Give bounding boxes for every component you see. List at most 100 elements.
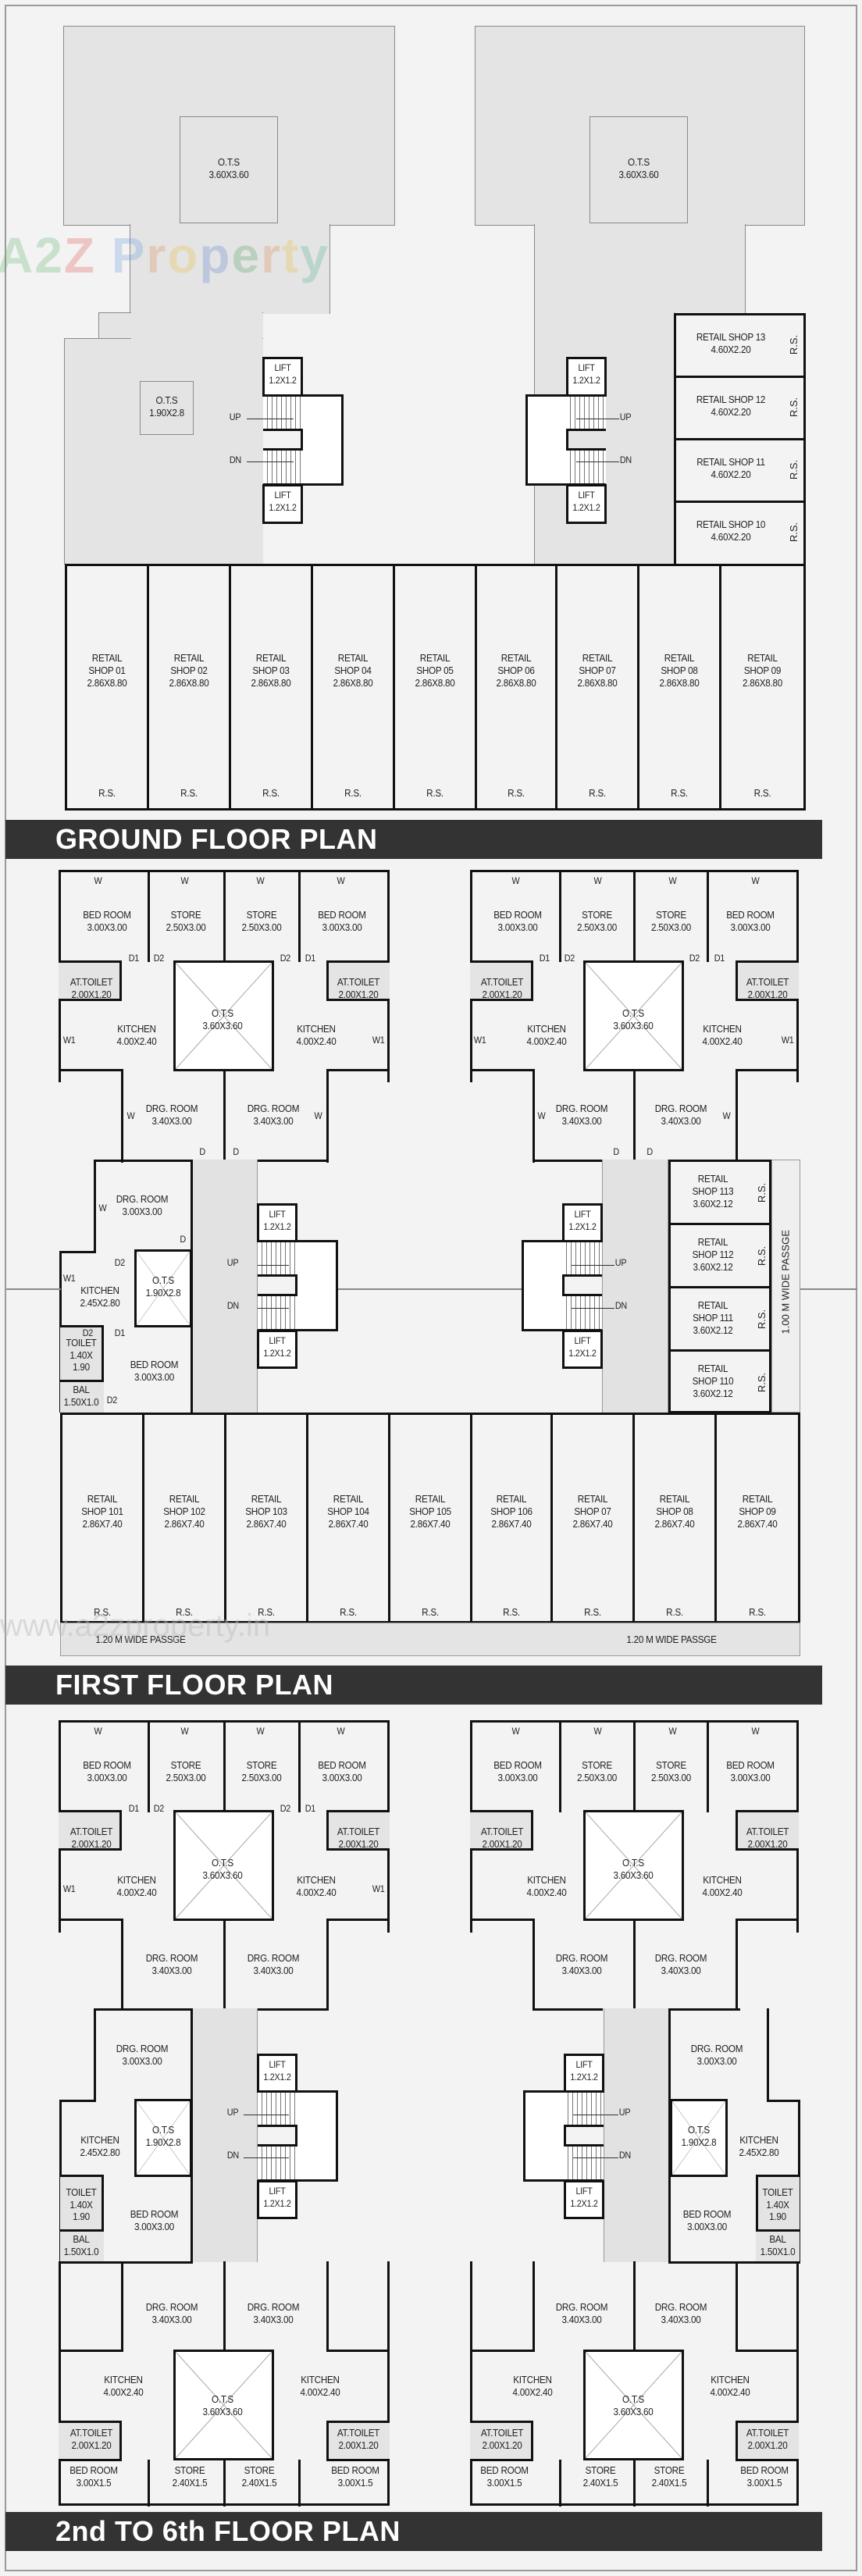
toilet — [60, 1325, 104, 1382]
wall — [633, 2460, 636, 2507]
shop-label: RETAIL SHOP 01 — [88, 652, 126, 676]
stair-landing — [523, 2090, 566, 2182]
lift-size: 1.2X1.2 — [263, 1221, 291, 1232]
window-label: W — [668, 875, 677, 886]
ots-box-left: O.T.S 3.60X3.60 — [180, 116, 278, 223]
wall — [559, 2460, 561, 2507]
stair-dn-label: DN — [614, 1300, 627, 1311]
lift-box: LIFT 1.2X1.2 — [564, 2180, 604, 2219]
rolling-shutter-label: R.S. — [344, 787, 362, 799]
arrow-left-icon — [573, 2157, 618, 2158]
at-toilet-label: AT.TOILET 2.00X1.20 — [480, 1826, 524, 1850]
rolling-shutter-label: R.S. — [671, 787, 688, 799]
drawing-room-label: DRG. ROOM 3.40X3.00 — [555, 1103, 608, 1127]
balcony — [756, 2232, 800, 2261]
retail-shop-09-first: RETAIL SHOP 09 2.86X7.40 R.S. — [714, 1413, 800, 1623]
fill — [536, 311, 674, 315]
bed-room-label: BED ROOM 3.00X1.5 — [331, 2464, 379, 2489]
retail-shop-13: RETAIL SHOP 13 4.60X2.20 R.S. — [674, 313, 806, 378]
drawing-room-label: DRG. ROOM 3.40X3.00 — [247, 1952, 300, 1976]
retail-shop-01: RETAIL SHOP 01 2.86X8.80 R.S. — [65, 564, 149, 811]
bed-room-label: BED ROOM 3.00X3.00 — [318, 909, 366, 933]
stair-dn-label: DN — [226, 1300, 239, 1311]
kitchen-label: KITCHEN 4.00X2.40 — [512, 2374, 553, 2398]
shop-size: 2.86X7.40 — [654, 1518, 695, 1530]
shop-label: RETAIL SHOP 13 — [696, 331, 766, 343]
ots-shaft-small — [134, 1249, 192, 1327]
rolling-shutter-label: R.S. — [788, 459, 800, 480]
stair-flight-up — [564, 2090, 604, 2127]
lift-size: 1.2X1.2 — [269, 502, 297, 513]
drawing-room-label: DRG. ROOM 3.00X3.00 — [116, 1193, 169, 1217]
arrow-right-icon — [247, 461, 294, 462]
store-label: STORE 2.50X3.00 — [241, 909, 282, 933]
door-label: D1 — [305, 953, 316, 964]
stair-flight-down — [263, 448, 303, 486]
shop-size: 3.60X2.12 — [693, 1324, 733, 1336]
lift-box: LIFT 1.2X1.2 — [257, 1203, 297, 1242]
rolling-shutter-label: R.S. — [666, 1606, 683, 1618]
window-label: W — [337, 1726, 345, 1737]
stair-up-label: UP — [226, 2107, 239, 2118]
stair-flight-down — [562, 1294, 602, 1331]
retail-shop-06: RETAIL SHOP 06 2.86X8.80 R.S. — [475, 564, 557, 811]
door-label: D1 — [714, 953, 725, 964]
rolling-shutter-label: R.S. — [788, 334, 800, 355]
wall — [633, 2261, 636, 2351]
shop-label: RETAIL SHOP 09 — [739, 1493, 776, 1517]
retail-shop-05: RETAIL SHOP 05 2.86X8.80 R.S. — [393, 564, 477, 811]
rolling-shutter-label: R.S. — [788, 522, 800, 543]
window-label: W — [511, 1726, 520, 1737]
window-label: W — [668, 1726, 677, 1737]
rolling-shutter-label: R.S. — [180, 787, 198, 799]
retail-shop-09: RETAIL SHOP 09 2.86X8.80 R.S. — [719, 564, 806, 811]
kitchen-label: KITCHEN 2.45X2.80 — [80, 1284, 120, 1309]
passage-label: 1.20 M WIDE PASSGE — [95, 1634, 186, 1645]
lift-size: 1.2X1.2 — [572, 502, 600, 513]
retail-shop-112: RETAIL SHOP 112 3.60X2.12 R.S. — [668, 1223, 771, 1288]
lift-box: LIFT 1.2X1.2 — [564, 2054, 604, 2093]
stair-flight-down — [566, 448, 606, 486]
window-label: W — [337, 875, 345, 886]
attached-toilet — [736, 2421, 799, 2461]
retail-shop-12: RETAIL SHOP 12 4.60X2.20 R.S. — [674, 376, 806, 440]
attached-toilet — [326, 1810, 390, 1851]
wall — [148, 870, 150, 962]
stair-flight-up — [258, 1240, 297, 1277]
drawing-room-label: DRG. ROOM 3.00X3.00 — [116, 2043, 169, 2067]
window-label: W — [722, 1110, 731, 1121]
wall — [59, 2350, 123, 2352]
retail-shop-08: RETAIL SHOP 08 2.86X8.80 R.S. — [637, 564, 721, 811]
bed-room-label: BED ROOM 3.00X3.00 — [682, 2208, 732, 2232]
window-label: W — [94, 875, 102, 886]
retail-shop-03: RETAIL SHOP 03 2.86X8.80 R.S. — [229, 564, 313, 811]
wall — [707, 1720, 709, 1812]
store-label: STORE 2.50X3.00 — [241, 1759, 282, 1783]
shop-label: RETAIL SHOP 05 — [416, 652, 454, 676]
wall — [533, 1160, 603, 1162]
wall — [59, 2261, 193, 2264]
watermark-logo: A2Z Property — [0, 227, 329, 283]
shop-label: RETAIL SHOP 11 — [696, 456, 765, 468]
lift-label: LIFT — [274, 490, 291, 501]
rolling-shutter-label: R.S. — [176, 1606, 193, 1618]
at-toilet-label: AT.TOILET 2.00X1.20 — [337, 2427, 380, 2451]
stair-landing — [522, 1240, 565, 1331]
wall — [533, 2008, 603, 2011]
door-label: D2 — [106, 1395, 118, 1406]
common-corridor — [192, 1160, 258, 1413]
wall — [59, 1919, 123, 1921]
lift-size: 1.2X1.2 — [269, 375, 297, 386]
bed-room-label: BED ROOM 3.00X3.00 — [83, 1759, 131, 1783]
stair-flight-down — [258, 2144, 297, 2182]
shop-size: 2.86X7.40 — [737, 1518, 778, 1530]
lift-box: LIFT 1.2X1.2 — [562, 1330, 603, 1369]
store-label: STORE 2.40X1.5 — [241, 2464, 277, 2489]
door-label: D — [180, 1234, 186, 1245]
left-open-area-neck — [130, 224, 330, 314]
fill — [98, 339, 262, 342]
wall — [736, 1919, 738, 2010]
store-label: STORE 2.50X3.00 — [577, 1759, 617, 1783]
door-label: D2 — [564, 953, 575, 964]
wall — [148, 2460, 150, 2507]
